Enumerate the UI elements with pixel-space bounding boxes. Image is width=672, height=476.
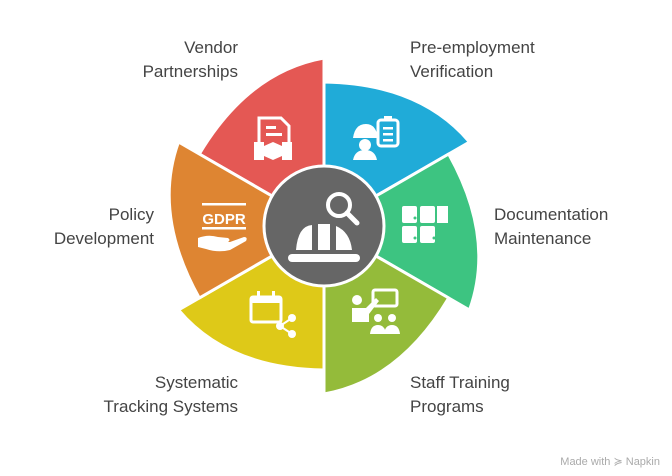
label-line: Maintenance [494,229,592,248]
label-line: Partnerships [142,62,238,81]
label-line: Verification [410,62,494,81]
gdpr-text: GDPR [202,211,246,228]
label-line: Staff Training [410,373,510,392]
handshake-contract-icon [254,116,292,160]
presentation-icon [352,288,400,334]
label-documentation-maintenance: Documentation Maintenance [494,203,608,251]
label-line: Systematic [154,373,238,392]
label-systematic-tracking-systems: Systematic Tracking Systems [104,371,238,419]
segment-documentation [322,152,481,312]
label-pre-employment-verification: Pre-employment Verification [410,36,535,84]
label-line: Pre-employment [410,38,535,57]
made-with-napkin[interactable]: Made with ≽ Napkin [560,456,660,468]
label-line: Programs [410,397,484,416]
label-line: Development [53,229,154,248]
label-line: Policy [108,205,154,224]
calendar-share-icon [249,291,296,338]
segment-policy [167,140,326,300]
gdpr-hand-icon: GDPR [198,203,247,252]
label-line: Tracking Systems [103,397,238,416]
label-line: Vendor [184,38,238,57]
hardhat-search-icon [288,192,360,262]
label-line: Documentation [494,205,609,224]
filing-cabinet-icon [402,206,448,243]
label-staff-training-programs: Staff Training Programs [410,371,510,419]
worker-checklist-icon [353,116,400,160]
label-policy-development: Policy Development [54,203,154,251]
label-vendor-partnerships: Vendor Partnerships [143,36,238,84]
